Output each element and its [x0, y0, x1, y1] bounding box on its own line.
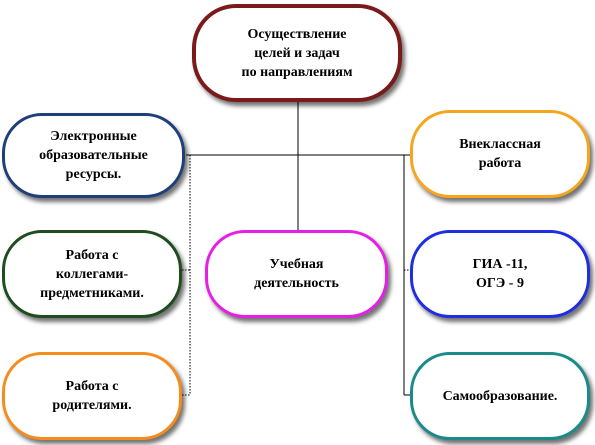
node-extracurricular-work-label: Внеклассная работа [459, 137, 541, 171]
node-study-activity-label: Учебная деятельность [254, 257, 339, 291]
node-work-with-parents-label: Работа с родителями. [52, 379, 132, 413]
node-electronic-resources-label: Электронные образовательные ресурсы. [39, 129, 148, 182]
root-node-label: Осуществление целей и задач по направлен… [241, 26, 353, 80]
node-exams-label: ГИА -11, ОГЭ - 9 [472, 257, 528, 291]
root-node: Осуществление целей и задач по направлен… [192, 4, 402, 102]
node-exams: ГИА -11, ОГЭ - 9 [410, 230, 590, 318]
node-work-with-parents: Работа с родителями. [2, 352, 182, 440]
node-work-with-colleagues-label: Работа с коллегами- предметниками. [40, 247, 144, 301]
node-study-activity: Учебная деятельность [205, 230, 388, 318]
node-extracurricular-work: Внеклассная работа [410, 110, 590, 198]
node-electronic-resources: Электронные образовательные ресурсы. [2, 113, 185, 198]
node-work-with-colleagues: Работа с коллегами- предметниками. [2, 230, 182, 318]
node-self-education: Самообразование. [410, 352, 590, 440]
node-self-education-label: Самообразование. [442, 388, 558, 404]
